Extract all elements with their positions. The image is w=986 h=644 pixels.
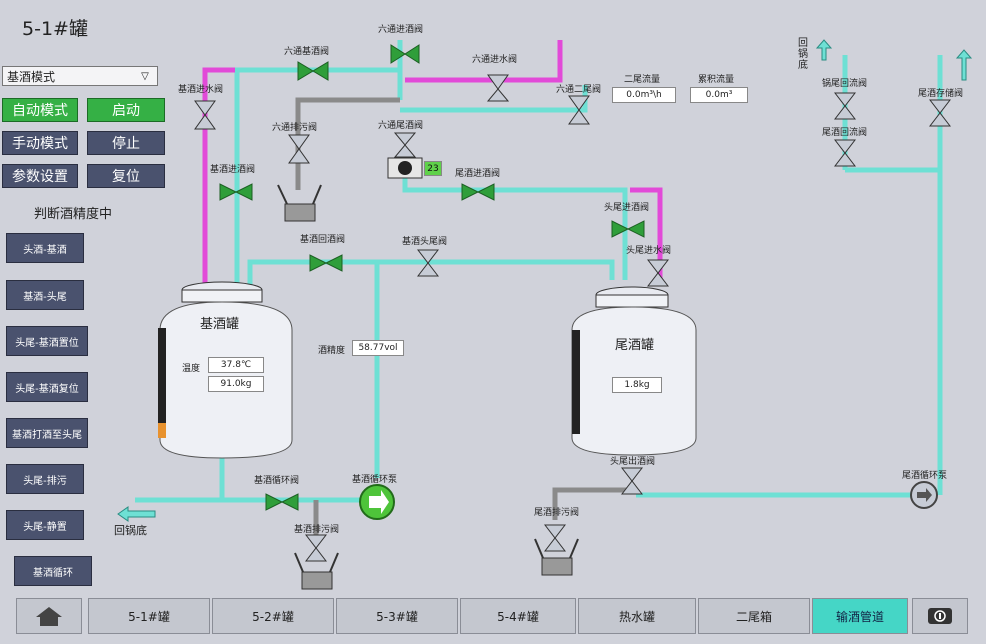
side-button-head-base[interactable]: 头酒-基酒 <box>6 233 84 263</box>
alcohol-label: 酒精度 <box>318 346 346 356</box>
base-tank-level <box>158 423 166 438</box>
valve-label: 尾酒回流阀 <box>822 128 868 138</box>
six-way-sensor <box>387 157 423 179</box>
tab-erwei-box[interactable]: 二尾箱 <box>698 598 810 634</box>
return-side-label: 回锅底 <box>798 38 808 71</box>
status-text: 判断酒精度中 <box>34 207 113 222</box>
valve-label: 基酒循环泵 <box>352 475 398 485</box>
valve-label: 基酒循环阀 <box>254 476 300 486</box>
flow-arrows <box>117 39 973 522</box>
param-settings-button[interactable]: 参数设置 <box>2 164 78 188</box>
manual-mode-button[interactable]: 手动模式 <box>2 131 78 155</box>
tab-5-4[interactable]: 5-4#罐 <box>460 598 576 634</box>
alcohol-value: 58.77vol <box>352 340 404 356</box>
valve-label: 基酒排污阀 <box>294 525 340 535</box>
side-button-headtail-base-set[interactable]: 头尾-基酒置位 <box>6 326 88 356</box>
side-button-headtail-base-reset[interactable]: 头尾-基酒复位 <box>6 372 88 402</box>
tab-5-1[interactable]: 5-1#罐 <box>88 598 210 634</box>
side-button-base-headtail[interactable]: 基酒-头尾 <box>6 280 84 310</box>
valve-label: 尾酒排污阀 <box>534 508 580 518</box>
valve-label: 基酒回酒阀 <box>300 235 346 245</box>
valve-label: 六通二尾阀 <box>556 85 602 95</box>
valve-label: 头尾进水阀 <box>626 246 672 256</box>
flow-value: 0.0m³\h <box>612 87 676 103</box>
return-pot-label: 回锅底 <box>114 524 147 537</box>
home-button[interactable] <box>16 598 82 634</box>
tab-5-2[interactable]: 5-2#罐 <box>212 598 334 634</box>
chevron-down-icon[interactable]: ▽ <box>141 70 149 82</box>
six-way-counter: 23 <box>424 161 442 176</box>
valve-symbols <box>194 44 952 562</box>
valve-label: 头尾进酒阀 <box>604 203 650 213</box>
start-button[interactable]: 启动 <box>87 98 165 122</box>
info-icon <box>928 608 952 624</box>
auto-mode-button[interactable]: 自动模式 <box>2 98 78 122</box>
valve-label: 锅尾回流阀 <box>822 79 868 89</box>
valve-label: 六通尾酒阀 <box>378 121 424 131</box>
side-button-base-pump-to-headtail[interactable]: 基酒打酒至头尾 <box>6 418 88 448</box>
base-temp-label: 温度 <box>182 364 201 374</box>
valve-label: 基酒头尾阀 <box>402 237 448 247</box>
mode-select-value: 基酒模式 <box>7 69 56 84</box>
side-button-base-loop[interactable]: 基酒循环 <box>14 556 92 586</box>
pump-symbols <box>359 481 938 520</box>
valve-label: 六通进水阀 <box>472 55 518 65</box>
valve-label: 头尾出酒阀 <box>610 457 656 467</box>
tab-hot-water[interactable]: 热水罐 <box>578 598 696 634</box>
valve-label: 尾酒存储阀 <box>918 89 964 99</box>
base-tank-name: 基酒罐 <box>200 317 240 332</box>
flow-label: 二尾流量 <box>624 75 661 85</box>
valve-label: 尾酒循环泵 <box>902 471 948 481</box>
valve-label: 尾酒进酒阀 <box>455 169 501 179</box>
pipes-alcohol <box>202 40 663 285</box>
valve-label: 基酒进水阀 <box>178 85 224 95</box>
page-title: 5-1#罐 <box>22 18 88 40</box>
mode-select[interactable]: 基酒模式 ▽ <box>2 66 158 86</box>
stop-button[interactable]: 停止 <box>87 131 165 155</box>
home-icon <box>36 607 62 626</box>
reset-button[interactable]: 复位 <box>87 164 165 188</box>
side-button-headtail-settle[interactable]: 头尾-静置 <box>6 510 84 540</box>
tail-weight-value: 1.8kg <box>612 377 662 393</box>
valve-label: 六通进酒阀 <box>378 25 424 35</box>
valve-label: 六通排污阀 <box>272 123 318 133</box>
tail-tank-name: 尾酒罐 <box>615 338 655 353</box>
tab-5-3[interactable]: 5-3#罐 <box>336 598 458 634</box>
tab-transfer-pipe[interactable]: 输酒管道 <box>812 598 908 634</box>
side-button-headtail-drain[interactable]: 头尾-排污 <box>6 464 84 494</box>
tail-tank-shape <box>571 286 697 456</box>
drain-basins <box>277 184 579 590</box>
valve-label: 基酒进酒阀 <box>210 165 256 175</box>
total-flow-label: 累积流量 <box>698 75 735 85</box>
total-flow-value: 0.0m³ <box>690 87 748 103</box>
info-button[interactable] <box>912 598 968 634</box>
valve-label: 六通基酒阀 <box>284 47 330 57</box>
base-weight-value: 91.0kg <box>208 376 264 392</box>
base-temp-value: 37.8℃ <box>208 357 264 373</box>
